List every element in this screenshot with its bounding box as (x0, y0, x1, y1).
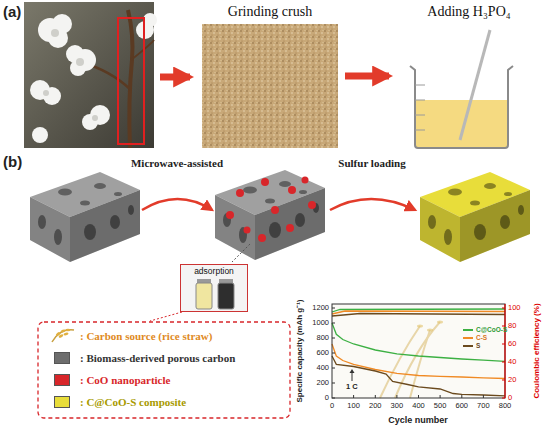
tick-label: 60 (508, 340, 516, 349)
tick-label: 400 (316, 364, 329, 373)
node-text: Adding H₃PO₄ (427, 4, 510, 20)
legend-text: C@CoO-S (476, 326, 507, 333)
coo-nanoparticles (226, 177, 316, 243)
tick-label: 800 (499, 402, 512, 411)
legend-text: : CoO nanoparticle (80, 374, 170, 387)
tick-label: 400 (412, 402, 425, 411)
tick-label: 100 (508, 304, 521, 313)
tick-label: 300 (391, 402, 404, 411)
legend-frame (38, 322, 290, 418)
leader-line (232, 244, 250, 262)
tick-label: 200 (369, 402, 382, 411)
porous-carbon-coo (215, 170, 325, 260)
legend-text: C-S (476, 334, 487, 341)
node-text: Grinding crush (228, 4, 312, 20)
porous-carbon (30, 172, 140, 262)
process-arrow (160, 74, 190, 81)
cycling-chart (332, 304, 505, 398)
tick-label: 20 (508, 376, 516, 385)
inset-ground (180, 264, 248, 312)
tick-label: 1200 (312, 304, 329, 313)
beaker (410, 30, 513, 148)
tick-label: 40 (508, 358, 516, 367)
photo-panel: Grinding crush (198, 2, 342, 150)
legend-text: S (476, 342, 480, 349)
tick-label: 0 (325, 394, 329, 403)
node-text: adsorption (194, 267, 234, 277)
legend-swatch (54, 352, 70, 364)
photo-panel: Adding H₃PO₄ (392, 2, 546, 150)
flow-arrow (345, 73, 389, 80)
tick-label: 1000 (312, 319, 329, 328)
legend-line (463, 329, 473, 331)
tick-label: 0 (330, 402, 334, 411)
cotton-photo (24, 2, 157, 148)
tick-label: 600 (316, 349, 329, 358)
tick-label: 700 (477, 402, 490, 411)
vials (196, 279, 234, 309)
legend-text: : C@CoO-S composite (80, 396, 186, 409)
step-label: Microwave-assisted (131, 157, 223, 170)
legend-swatch (54, 374, 70, 386)
tick-label: 600 (455, 402, 468, 411)
process-arrow (142, 199, 212, 210)
tick-label: 500 (434, 402, 447, 411)
panel-letter: (a) (3, 3, 21, 20)
axis-title: Specific capacity (mAh g⁻¹) (295, 299, 304, 402)
tick-label: 100 (347, 402, 360, 411)
legend-swatch (54, 396, 70, 408)
sulfur-composite (420, 172, 530, 262)
legend-line (463, 337, 473, 339)
legend-text: : Biomass-derived porous carbon (80, 352, 235, 365)
panel-letter: (b) (3, 153, 22, 170)
rate-label: 1 C (346, 383, 358, 392)
rice-icon (52, 329, 74, 342)
powder-photo (202, 24, 338, 148)
inset-box: adsorption (180, 264, 248, 312)
tick-label: 200 (316, 379, 329, 388)
tick-label: 800 (316, 334, 329, 343)
axis-title: Cycle number (388, 415, 448, 425)
legend-text: : Carbon source (rice straw) (80, 330, 212, 343)
step-label: Sulfur loading (338, 157, 405, 170)
tick-label: 80 (508, 322, 516, 331)
axis-title: Coulombic efficiency (%) (532, 303, 541, 398)
leader-line (150, 312, 182, 321)
legend-line (463, 345, 473, 347)
process-arrow (330, 199, 415, 210)
